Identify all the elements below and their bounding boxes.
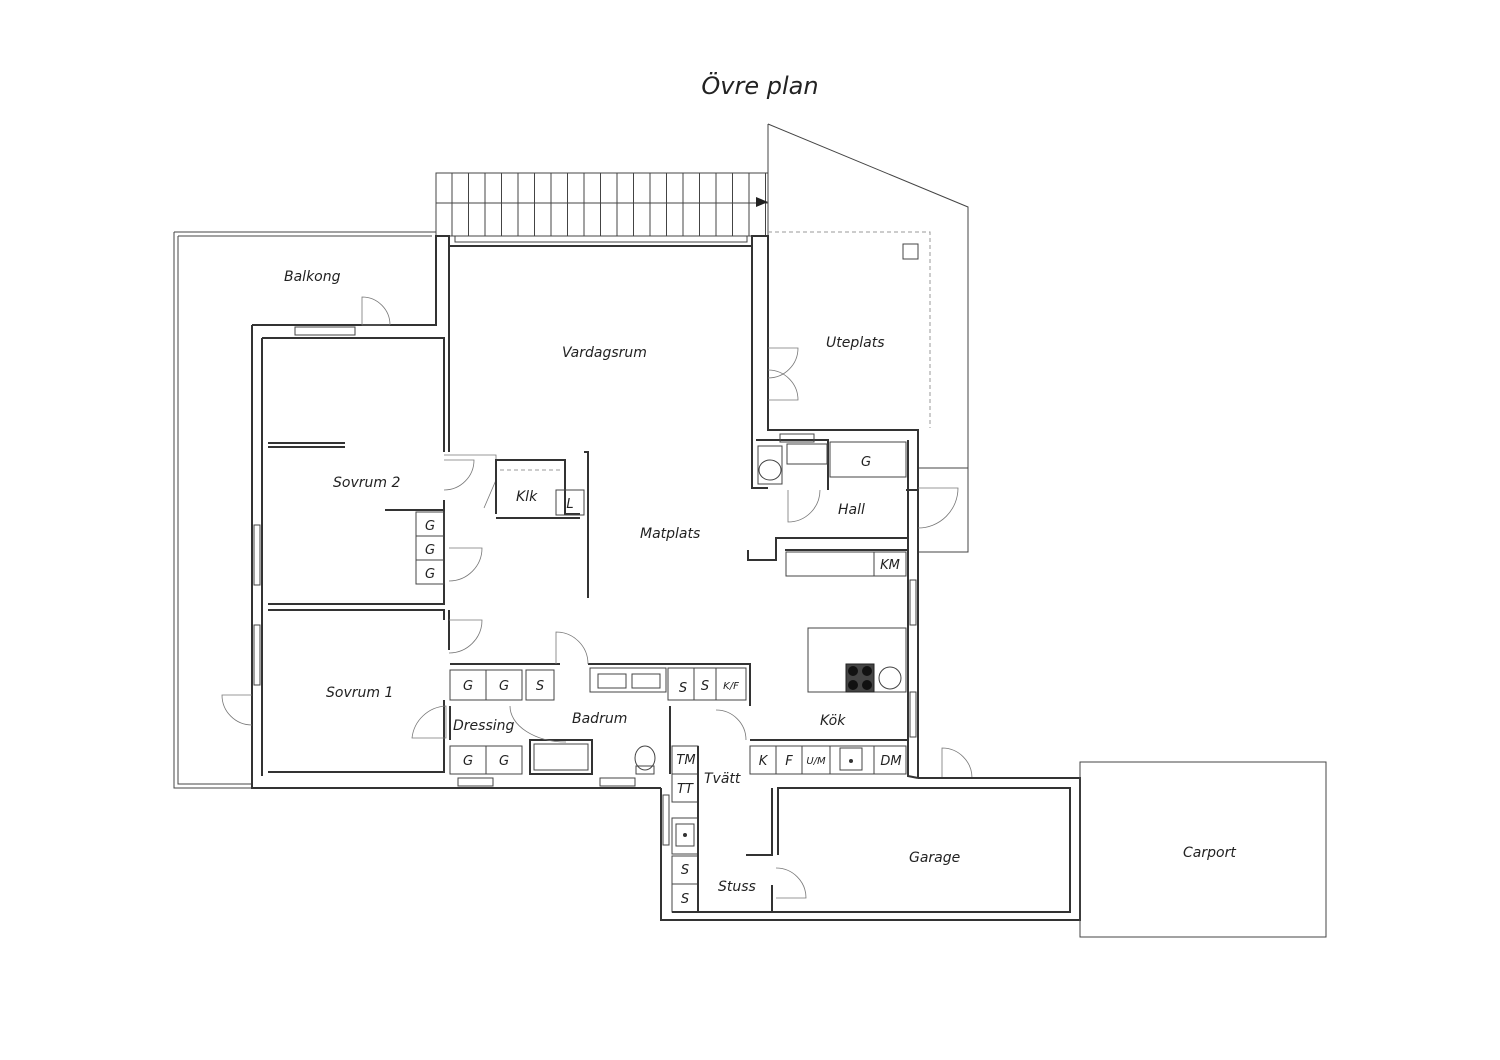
toilet-icon <box>634 745 656 771</box>
sovrum1-window <box>253 624 261 686</box>
stair-arrow-icon <box>756 197 768 207</box>
label-klk: Klk <box>516 489 538 505</box>
dressing-door <box>411 705 447 739</box>
label-sovrum1: Sovrum 1 <box>326 685 393 701</box>
fixture-s: S <box>681 892 689 907</box>
label-sovrum2: Sovrum 2 <box>333 475 400 491</box>
sovrum2-side-window <box>253 524 261 586</box>
fixture-kf: K/F <box>723 681 739 692</box>
dressing-badrum-door <box>509 705 567 743</box>
stuss-door <box>775 867 807 899</box>
sovrum1-walls <box>268 609 450 773</box>
fixture-g: G <box>499 754 509 769</box>
uteplats-door-2 <box>767 369 799 401</box>
kok-window-1 <box>909 579 917 626</box>
fixture-g: G <box>861 455 871 470</box>
kok-sink-icon <box>839 747 863 771</box>
sovrum2-window <box>294 326 356 336</box>
klk <box>495 451 589 598</box>
fixture-s: S <box>701 679 709 694</box>
exterior-walls <box>251 235 919 789</box>
fixture-s: S <box>681 863 689 878</box>
fixture-tm: TM <box>676 753 695 768</box>
hall-block <box>747 433 959 577</box>
label-tvatt: Tvätt <box>704 771 741 787</box>
bathtub-icon <box>529 739 593 775</box>
kok-window-2 <box>909 691 917 738</box>
balcony-door <box>361 296 391 326</box>
fixture-g: G <box>499 679 509 694</box>
label-kok: Kök <box>820 713 846 729</box>
badrum-door <box>555 631 589 665</box>
fixture-g: G <box>425 543 435 558</box>
garage-door <box>941 747 973 779</box>
sovrum2-closet-door <box>448 547 483 582</box>
tvatt-window <box>662 794 670 846</box>
sovrum1-balcony-door <box>221 694 253 726</box>
fixture-l: L <box>566 497 573 512</box>
wc-door <box>787 489 821 523</box>
fixture-tt: TT <box>677 782 694 797</box>
fixture-g: G <box>425 519 435 534</box>
sovrum2-door <box>443 459 475 491</box>
label-badrum: Badrum <box>572 711 627 727</box>
fixture-f: F <box>785 754 793 769</box>
label-dressing: Dressing <box>453 718 515 734</box>
fixture-s: S <box>679 681 687 696</box>
label-uteplats: Uteplats <box>826 335 885 351</box>
sovrum1-door <box>448 619 483 654</box>
fixture-g: G <box>463 679 473 694</box>
label-stuss: Stuss <box>718 879 756 895</box>
fixture-dm: DM <box>880 754 901 769</box>
badrum <box>449 663 751 775</box>
kok <box>749 627 908 775</box>
fixture-k: K <box>759 754 769 769</box>
label-balkong: Balkong <box>284 269 341 285</box>
klk-corner <box>444 454 497 509</box>
carport-outline <box>1079 761 1327 938</box>
stairs <box>435 172 769 237</box>
kok-door <box>715 709 747 741</box>
fixture-um: U/M <box>806 756 826 767</box>
sovrum2-walls <box>268 442 445 605</box>
fixture-km: KM <box>880 558 900 573</box>
uteplats-box <box>902 243 919 260</box>
living-window <box>454 235 748 243</box>
label-carport: Carport <box>1183 845 1236 861</box>
label-hall: Hall <box>838 502 865 518</box>
sink-round-icon <box>878 666 902 690</box>
dressing-window <box>457 777 494 787</box>
plan-title: Övre plan <box>701 72 819 100</box>
label-matplats: Matplats <box>640 526 700 542</box>
fixture-s: S <box>536 679 544 694</box>
badrum-window <box>599 777 636 787</box>
fixture-g: G <box>463 754 473 769</box>
front-door <box>917 487 959 529</box>
fixture-g: G <box>425 567 435 582</box>
uteplats-door-1 <box>767 347 799 379</box>
label-vardagsrum: Vardagsrum <box>562 345 647 361</box>
label-garage: Garage <box>909 850 960 866</box>
tvatt-sink-icon <box>675 823 695 847</box>
